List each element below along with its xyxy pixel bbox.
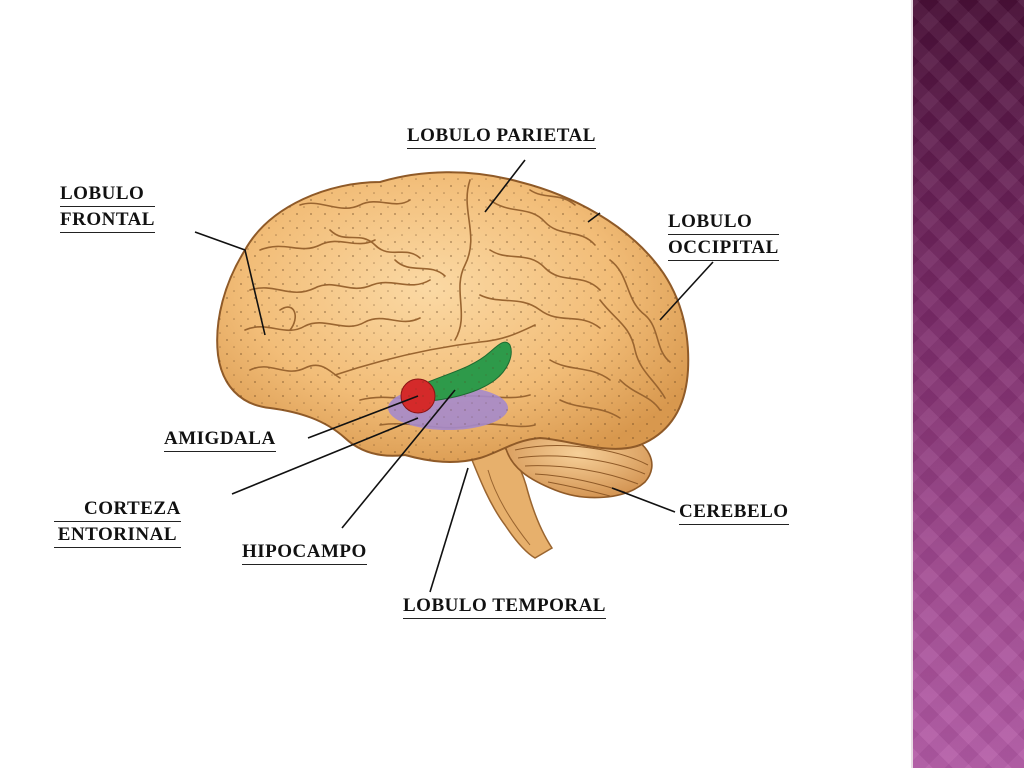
pointer-parietal — [484, 159, 526, 213]
brain-illustration-icon — [194, 159, 714, 593]
label-cerebelo-text: CEREBELO — [679, 500, 789, 525]
label-hipocampo: HIPOCAMPO — [242, 540, 367, 565]
label-lobulo-frontal: LOBULO FRONTAL — [60, 182, 155, 233]
label-cerebelo: CEREBELO — [679, 500, 789, 525]
label-frontal-line1: LOBULO — [60, 182, 155, 207]
cerebrum — [216, 171, 690, 463]
label-lobulo-temporal-text: LOBULO TEMPORAL — [403, 594, 606, 619]
label-corteza-line1: CORTEZA — [54, 497, 181, 522]
pointer-corteza — [231, 417, 419, 495]
pointer-temporal — [429, 467, 469, 593]
pointer-lines — [194, 159, 714, 593]
pointer-cerebelo — [611, 487, 676, 513]
label-lobulo-temporal: LOBULO TEMPORAL — [403, 594, 606, 619]
slide-decorative-band — [913, 0, 1024, 768]
label-frontal-line2: FRONTAL — [60, 208, 155, 233]
slide-band-divider — [911, 0, 914, 768]
label-hipocampo-text: HIPOCAMPO — [242, 540, 367, 565]
pointer-occipital — [659, 261, 714, 321]
label-corteza-entorinal: CORTEZA ENTORINAL — [54, 497, 181, 548]
label-lobulo-parietal-text: LOBULO PARIETAL — [407, 124, 596, 149]
label-occipital-line1: LOBULO — [668, 210, 779, 235]
label-occipital-line2: OCCIPITAL — [668, 236, 779, 261]
pointer-frontal — [194, 231, 266, 336]
pointer-amigdala — [307, 395, 419, 439]
pointer-parietal-2 — [587, 212, 601, 223]
label-amigdala-text: AMIGDALA — [164, 427, 276, 452]
label-amigdala: AMIGDALA — [164, 427, 276, 452]
pointer-hipocampo — [341, 389, 456, 529]
label-lobulo-parietal: LOBULO PARIETAL — [407, 124, 596, 149]
label-corteza-line2: ENTORINAL — [54, 523, 181, 548]
label-lobulo-occipital: LOBULO OCCIPITAL — [668, 210, 779, 261]
brain-diagram: LOBULO PARIETAL LOBULO FRONTAL LOBULO OC… — [54, 124, 789, 619]
